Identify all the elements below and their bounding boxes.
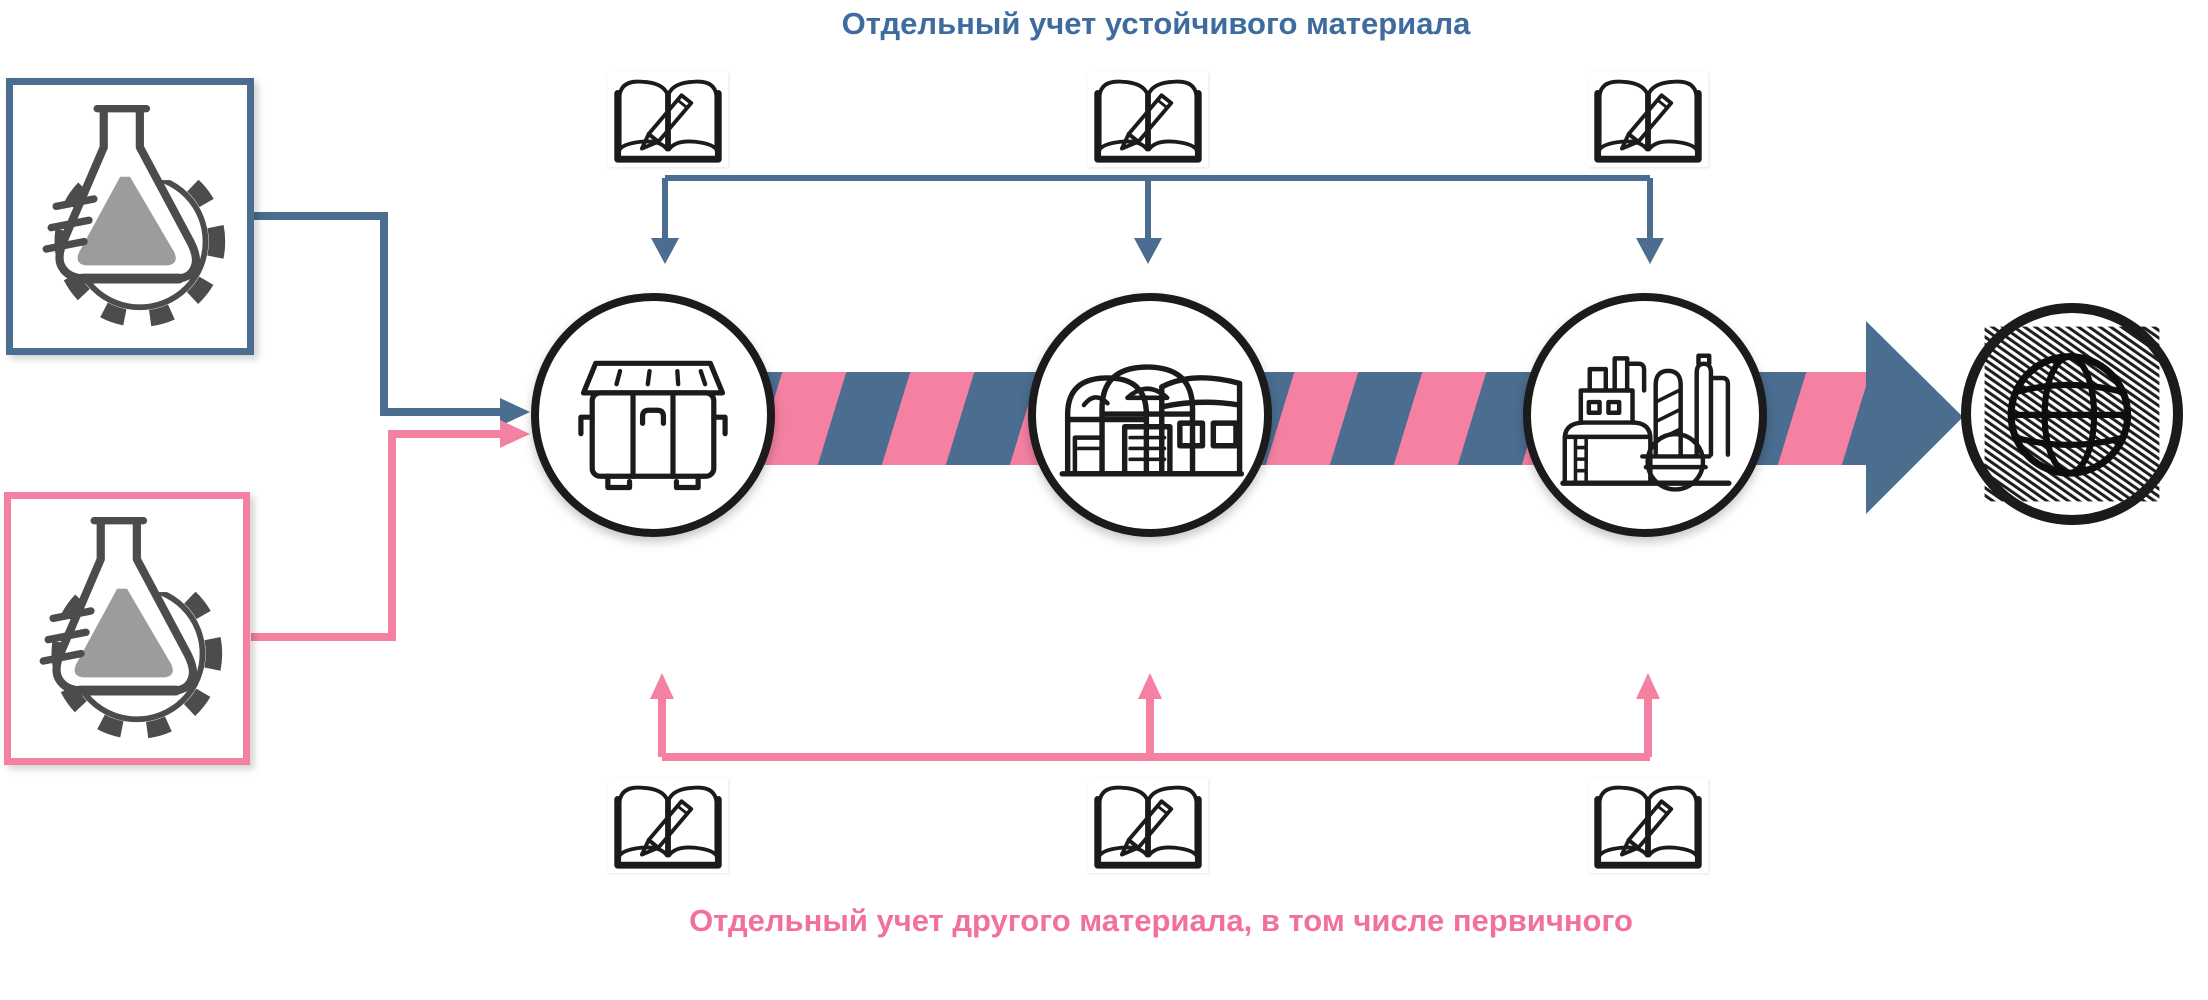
ledger-bottom-3 (1588, 778, 1708, 873)
stage-node-collection (531, 293, 775, 537)
ledger-top-1 (608, 72, 728, 167)
ledger-bottom-1 (608, 778, 728, 873)
other-ledger-connector (650, 673, 1660, 761)
title-other-accounting: Отдельный учет другого материала, в том … (689, 903, 1633, 938)
source-box-sustainable (6, 78, 254, 355)
ledger-top-2 (1088, 72, 1208, 167)
title-sustainable-accounting: Отдельный учет устойчивого материала (841, 6, 1471, 41)
sustainable-ledger-connector (651, 175, 1664, 264)
open-book-pencil-icon (608, 72, 728, 167)
sketched-globe-icon (1974, 316, 2170, 512)
flask-gear-icon (27, 510, 227, 748)
ledger-bottom-2 (1088, 778, 1208, 873)
warehouse-icon (1055, 347, 1245, 483)
open-book-pencil-icon (1088, 72, 1208, 167)
ledger-top-3 (1588, 72, 1708, 167)
dumpster-icon (560, 339, 746, 491)
factory-icon (1554, 337, 1736, 493)
other-source-connector (251, 420, 530, 641)
open-book-pencil-icon (1088, 778, 1208, 873)
open-book-pencil-icon (608, 778, 728, 873)
output-node-market (1961, 303, 2183, 525)
flask-gear-icon (30, 98, 230, 336)
stage-node-warehouse (1028, 293, 1272, 537)
open-book-pencil-icon (1588, 72, 1708, 167)
stage-node-factory (1523, 293, 1767, 537)
band-arrowhead (1866, 321, 1963, 514)
sustainable-source-connector (254, 212, 530, 426)
source-box-other (4, 492, 250, 765)
open-book-pencil-icon (1588, 778, 1708, 873)
